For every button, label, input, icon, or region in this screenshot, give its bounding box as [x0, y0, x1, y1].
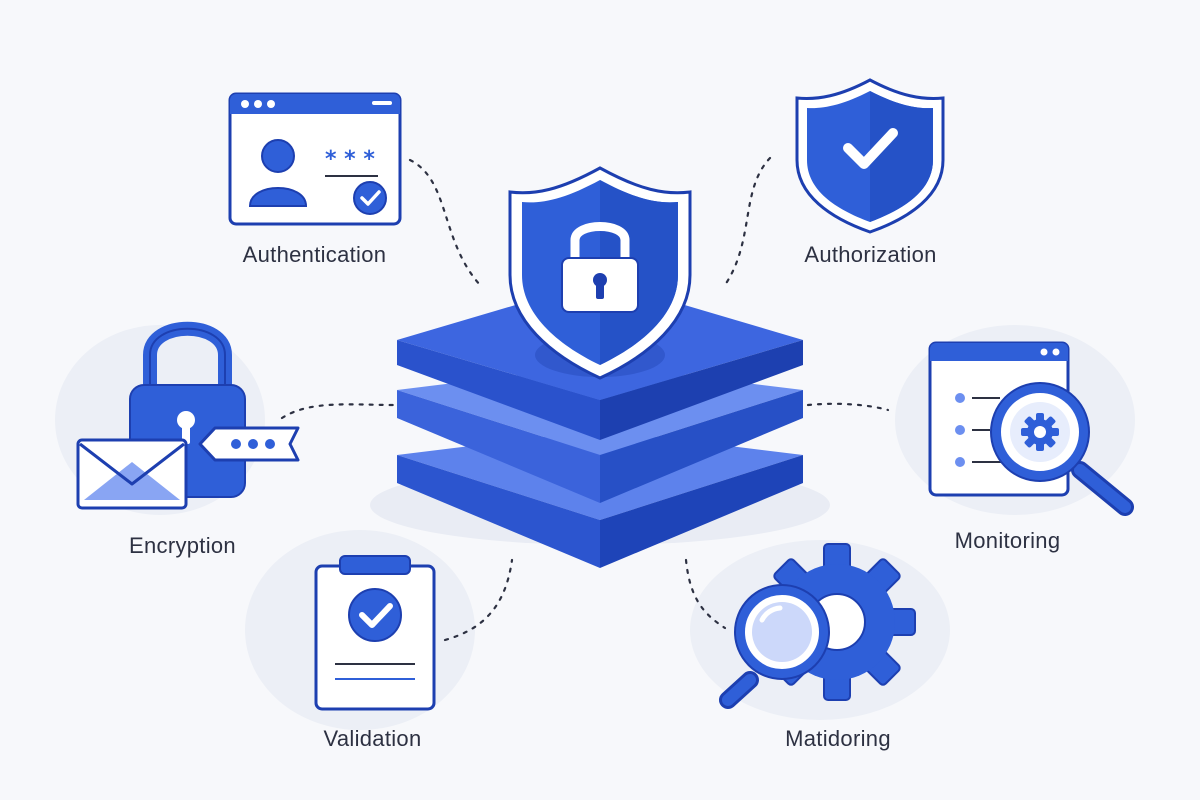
dotted-connectors	[280, 156, 890, 642]
connector-monitoring	[806, 402, 890, 412]
label-encryption: Encryption	[129, 533, 236, 558]
label-authentication: Authentication	[242, 242, 387, 267]
center-layer-stack	[397, 166, 803, 568]
label-matidoring: Matidoring	[785, 726, 891, 751]
connector-validation	[443, 558, 514, 642]
connector-authentication	[408, 158, 482, 287]
svg-text:* * *: * * *	[325, 147, 375, 172]
authorization-shield-check-icon	[795, 78, 945, 234]
authentication-icon: * * *	[228, 92, 402, 226]
label-monitoring: Monitoring	[954, 528, 1061, 553]
validation-clipboard-icon	[314, 555, 436, 711]
user-avatar-icon	[248, 139, 308, 207]
connector-matidoring	[684, 558, 727, 630]
connector-encryption	[280, 403, 397, 420]
connector-authorization	[723, 156, 772, 287]
padlock-icon	[561, 222, 639, 313]
label-authorization: Authorization	[804, 242, 937, 267]
label-validation: Validation	[323, 726, 422, 751]
magnifier-gear-icon	[990, 382, 1134, 516]
check-badge-icon	[353, 181, 387, 215]
envelope-icon	[76, 438, 188, 510]
matidoring-magnifier-icon	[719, 584, 830, 709]
password-tag-icon	[198, 426, 300, 462]
